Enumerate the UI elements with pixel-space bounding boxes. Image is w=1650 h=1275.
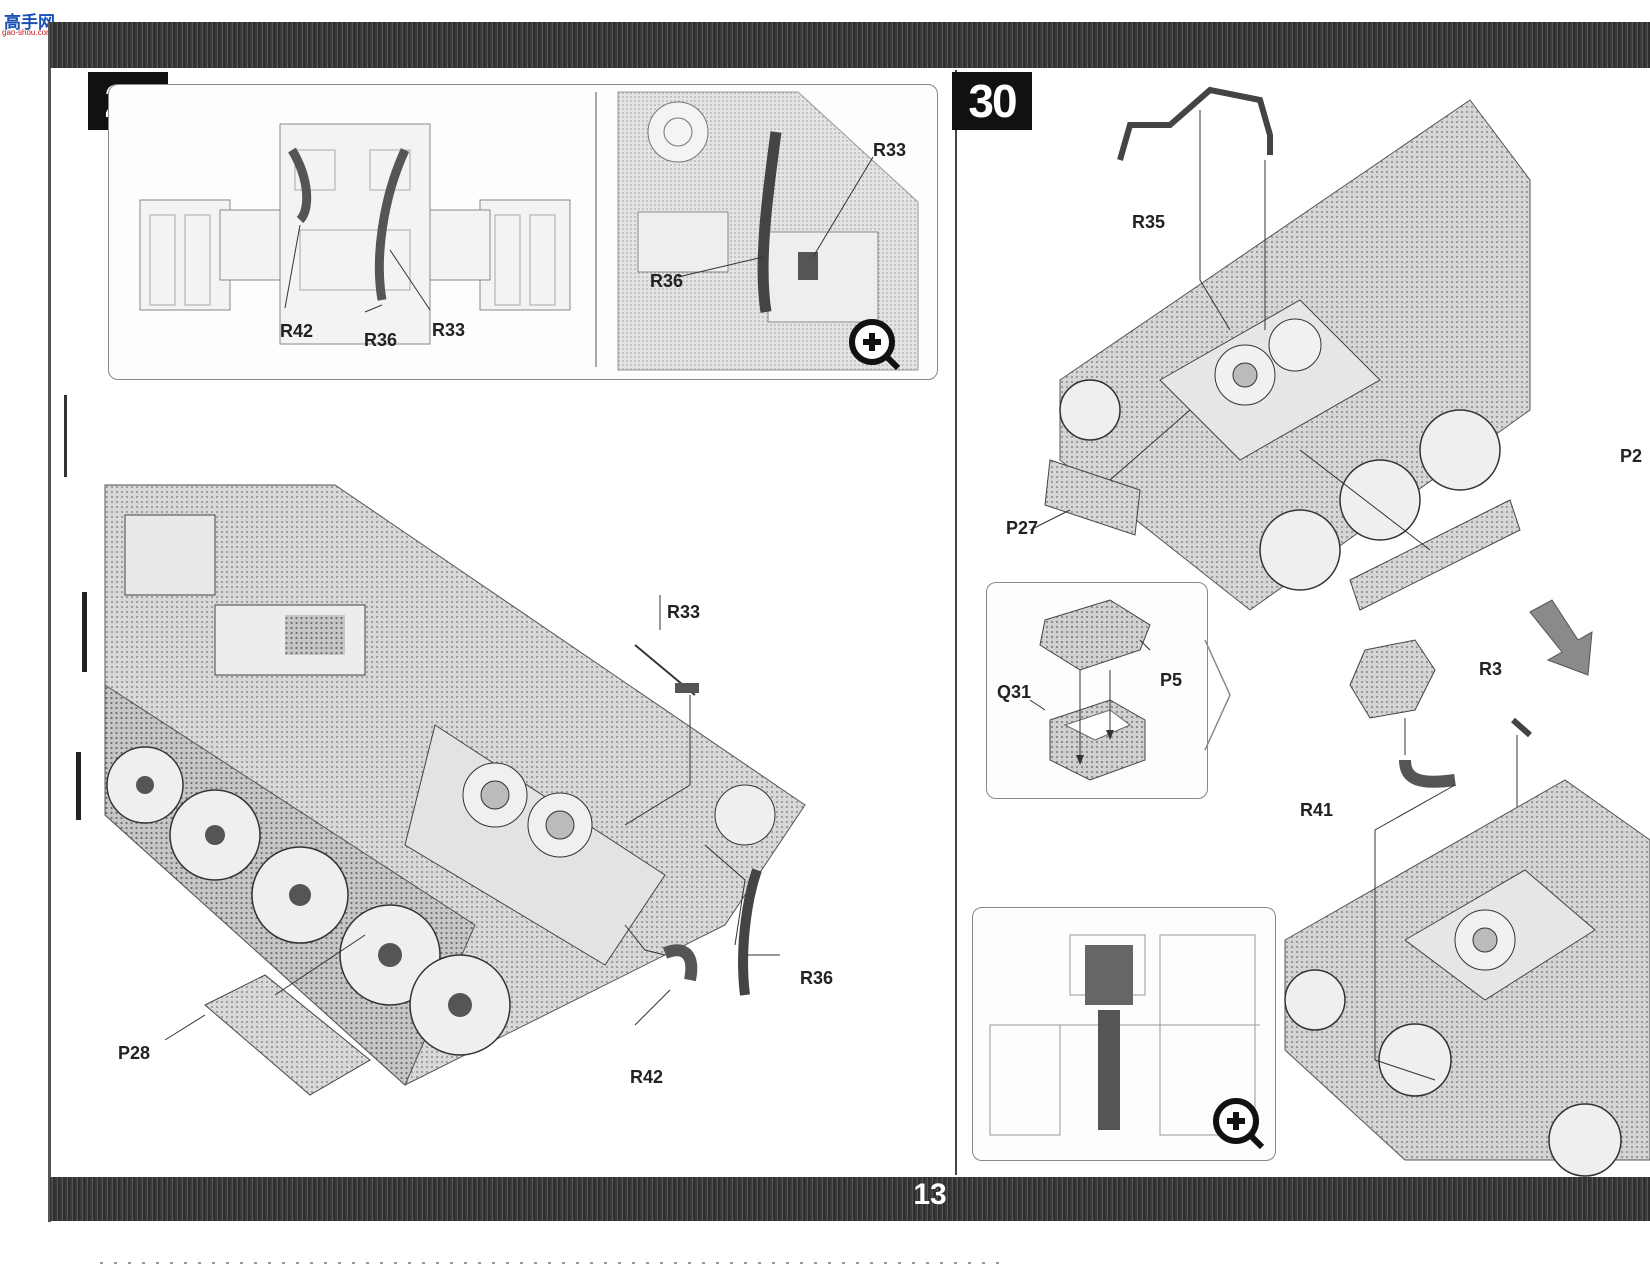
margin-mark bbox=[82, 592, 87, 672]
step-30-number: 30 bbox=[952, 72, 1032, 130]
step-30-label-p2: P2 bbox=[1620, 446, 1643, 466]
header-band bbox=[50, 22, 1650, 68]
site-logo-subtitle: gao-shou.com bbox=[2, 28, 53, 37]
page-number: 13 bbox=[913, 1178, 947, 1211]
step-30-main-hull-drawing bbox=[1029, 86, 1531, 611]
step-29-label-r36: R36 bbox=[364, 330, 398, 350]
step-29-main-label-r36: R36 bbox=[800, 968, 834, 988]
page-binding-edge bbox=[48, 22, 51, 1222]
inset-callout-pointer bbox=[1204, 639, 1231, 751]
zoom-plus-icon bbox=[1213, 1098, 1265, 1150]
site-logo-title: 高手网 bbox=[4, 13, 55, 32]
step-29-label-r33: R33 bbox=[432, 320, 466, 340]
step-30-lower-label-r41: R41 bbox=[1300, 800, 1334, 820]
step-29-rear-view-drawing bbox=[139, 123, 571, 345]
scan-artifact-line bbox=[100, 1262, 1000, 1264]
step-29-label-r42: R42 bbox=[280, 321, 314, 341]
step-30-zoom-detail-drawing bbox=[989, 934, 1260, 1136]
margin-mark bbox=[64, 395, 67, 477]
site-logo: 高手网 gao-shou.com bbox=[0, 8, 70, 37]
step-29-main-label-p28: P28 bbox=[118, 1043, 151, 1063]
step-29-closeup-label-r33: R33 bbox=[873, 140, 907, 160]
direction-arrow-icon bbox=[1529, 599, 1593, 676]
step-29-main-hull-drawing bbox=[104, 484, 806, 1096]
step-30-label-p27: P27 bbox=[1006, 518, 1039, 538]
footer-band bbox=[50, 1177, 1650, 1221]
step-29-closeup-drawing bbox=[617, 91, 919, 371]
step-30-lower-hull-drawing bbox=[1284, 639, 1650, 1177]
step-29-closeup-label-r36: R36 bbox=[650, 271, 684, 291]
step-30-label-r35: R35 bbox=[1132, 212, 1166, 232]
step-30-lower-label-r3: R3 bbox=[1479, 659, 1503, 679]
margin-mark bbox=[76, 752, 81, 820]
step-divider bbox=[955, 70, 957, 1175]
step-30-inset-label-q31: Q31 bbox=[997, 682, 1032, 702]
step-30-inset-drawing bbox=[1029, 599, 1151, 781]
zoom-plus-icon bbox=[849, 319, 901, 371]
step-30-inset-label-p5: P5 bbox=[1160, 670, 1183, 690]
step-29-panel-divider bbox=[595, 92, 597, 367]
step-29-main-label-r33: R33 bbox=[667, 602, 701, 622]
step-29-main-label-r42: R42 bbox=[630, 1067, 664, 1087]
